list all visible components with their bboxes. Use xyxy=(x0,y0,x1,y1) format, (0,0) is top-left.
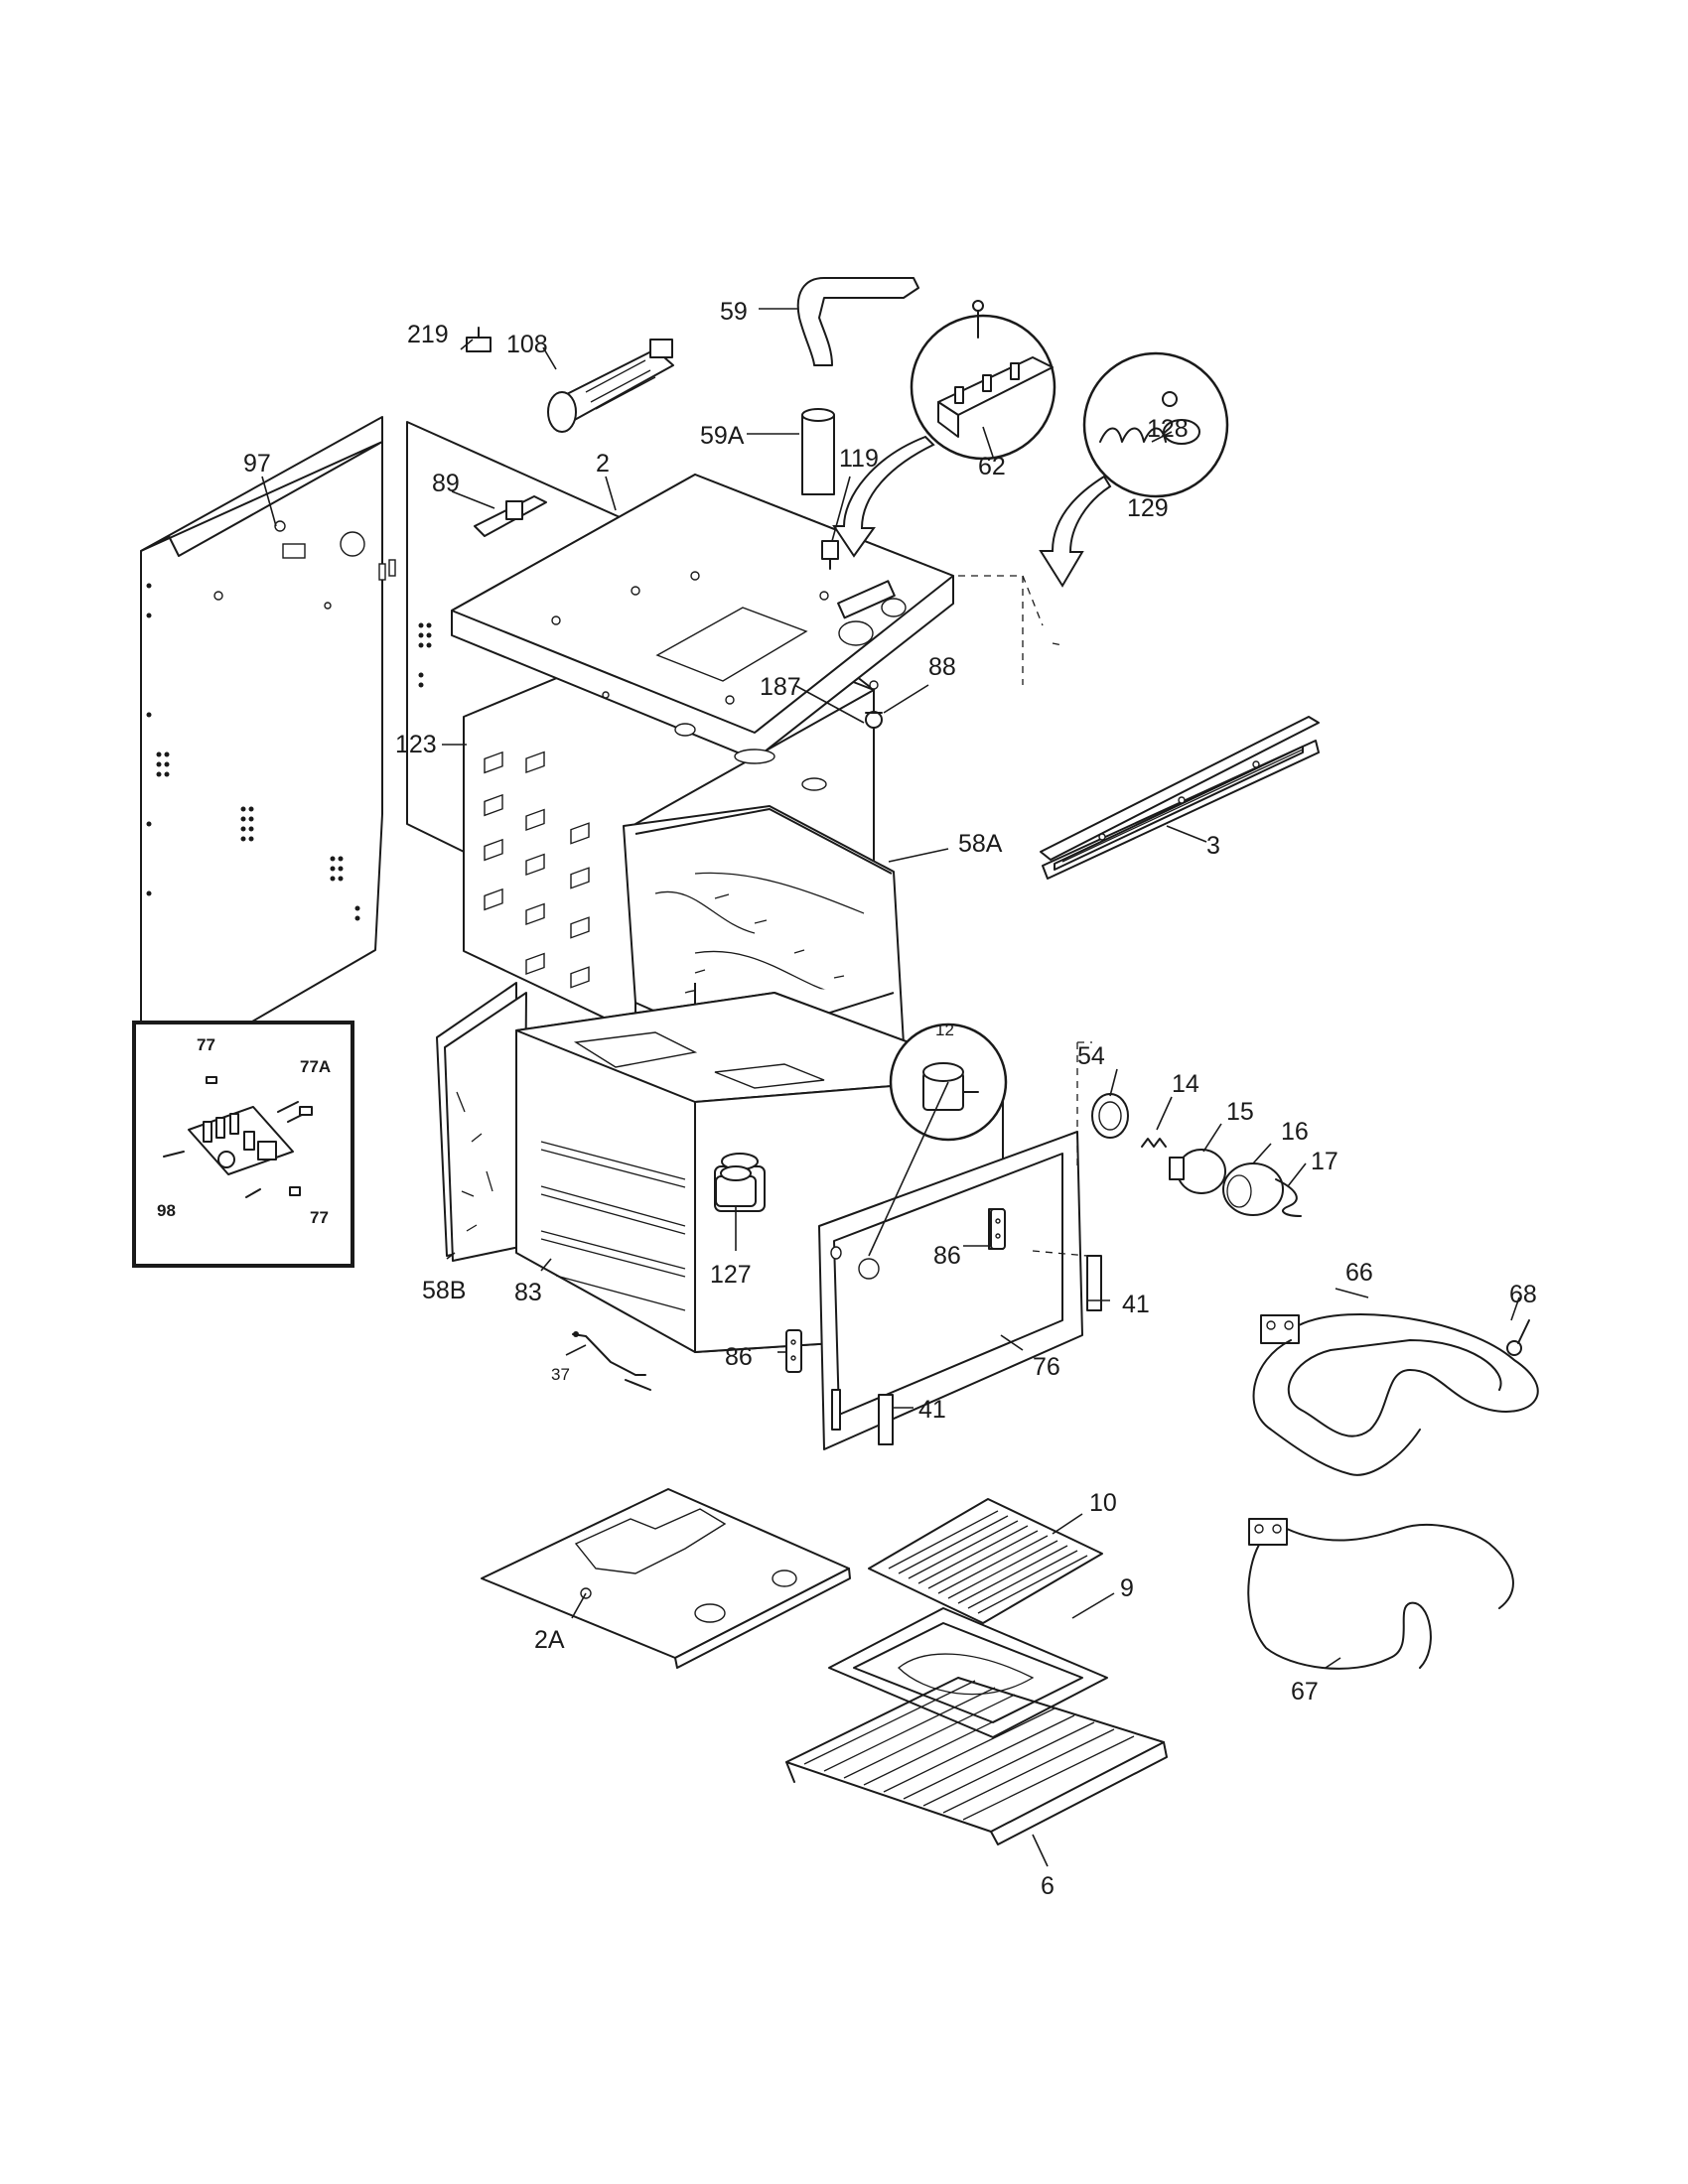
label-123: 123 xyxy=(395,731,437,758)
label-128: 128 xyxy=(1147,415,1189,443)
wrapper-louvers xyxy=(484,751,590,989)
part-17-wire-clip xyxy=(1275,1178,1302,1217)
label-37: 37 xyxy=(551,1365,570,1384)
label-58A: 58A xyxy=(958,830,1003,858)
grid-slots xyxy=(888,1510,1088,1614)
part-15-bulb xyxy=(1169,1149,1226,1194)
inset-label-77-bottom: 77 xyxy=(310,1208,329,1227)
part-41-bracket-lower xyxy=(831,1389,894,1445)
label-219: 219 xyxy=(407,321,449,348)
part-58B-insulation xyxy=(436,982,527,1262)
inset-label-77A: 77A xyxy=(300,1057,331,1076)
label-89: 89 xyxy=(432,470,460,497)
callout-128-129-spring-socket xyxy=(1082,351,1229,498)
callout-129-arrow xyxy=(1039,475,1112,588)
part-labels: 219 108 59 59A 119 62 128 129 97 89 2 18… xyxy=(157,298,1537,1900)
part-89-bracket xyxy=(474,495,547,537)
label-67: 67 xyxy=(1291,1678,1319,1706)
part-10-broil-grid xyxy=(868,1498,1103,1624)
part-219-switch xyxy=(466,327,492,352)
part-67-bake-element xyxy=(1247,1518,1514,1670)
leader-lines xyxy=(261,308,1520,1867)
part-41-bracket-upper xyxy=(1032,1250,1102,1311)
label-129: 129 xyxy=(1127,494,1169,522)
part-119-switch xyxy=(821,540,839,570)
wrapper-side-holes xyxy=(418,622,432,688)
callout-62-arrow xyxy=(832,435,935,558)
part-9-broil-pan xyxy=(828,1607,1108,1738)
label-6: 6 xyxy=(1041,1872,1055,1900)
part-16-lens xyxy=(1222,1162,1284,1216)
panel-97-hole-pattern xyxy=(146,583,360,921)
label-54: 54 xyxy=(1077,1042,1105,1070)
label-97: 97 xyxy=(243,450,271,478)
callout-62-terminal-block xyxy=(910,300,1056,461)
label-41-upper: 41 xyxy=(1122,1291,1150,1318)
label-86-lower: 86 xyxy=(725,1343,753,1371)
label-12: 12 xyxy=(935,1021,954,1039)
label-59A: 59A xyxy=(700,422,745,450)
part-86-hinge-upper xyxy=(990,1208,1006,1250)
label-16: 16 xyxy=(1281,1118,1309,1146)
label-86-upper: 86 xyxy=(933,1242,961,1270)
part-127-terminal xyxy=(715,1165,757,1207)
part-188-187-88-terminal xyxy=(865,711,883,729)
part-54-light-socket-ring xyxy=(1091,1093,1129,1139)
label-58B: 58B xyxy=(422,1277,466,1304)
part-68-clip xyxy=(1506,1319,1530,1356)
label-66: 66 xyxy=(1345,1259,1373,1287)
label-10: 10 xyxy=(1089,1489,1117,1517)
inset-label-77-top: 77 xyxy=(197,1035,215,1054)
part-3-rail xyxy=(1040,716,1320,880)
label-62: 62 xyxy=(978,453,1006,480)
part-6-oven-rack xyxy=(785,1677,1168,1845)
label-2: 2 xyxy=(596,450,610,478)
part-86-hinge-lower xyxy=(785,1329,802,1373)
label-59: 59 xyxy=(720,298,748,326)
inset-label-98: 98 xyxy=(157,1201,176,1220)
rack-wires xyxy=(803,1680,1135,1821)
part-97-side-panel xyxy=(140,416,396,1087)
label-9: 9 xyxy=(1120,1574,1134,1602)
label-127: 127 xyxy=(710,1261,752,1289)
label-83: 83 xyxy=(514,1279,542,1306)
part-59A-tube xyxy=(801,408,835,495)
label-2A: 2A xyxy=(534,1626,565,1654)
label-3: 3 xyxy=(1206,832,1220,860)
part-14-spring xyxy=(1141,1138,1167,1148)
label-119: 119 xyxy=(839,445,879,473)
inset-control-board xyxy=(132,1021,354,1268)
label-15: 15 xyxy=(1226,1098,1254,1126)
label-88: 88 xyxy=(928,653,956,681)
part-37-sensor xyxy=(572,1331,651,1391)
part-59-duct xyxy=(796,277,919,366)
label-68: 68 xyxy=(1509,1281,1537,1308)
part-108-fan-motor xyxy=(547,339,674,433)
label-108: 108 xyxy=(506,331,548,358)
part-66-broil-element xyxy=(1252,1312,1539,1476)
label-41-lower: 41 xyxy=(918,1396,946,1424)
label-187: 187 xyxy=(760,673,801,701)
label-76: 76 xyxy=(1033,1353,1060,1381)
label-14: 14 xyxy=(1172,1070,1199,1098)
label-17: 17 xyxy=(1311,1148,1338,1175)
